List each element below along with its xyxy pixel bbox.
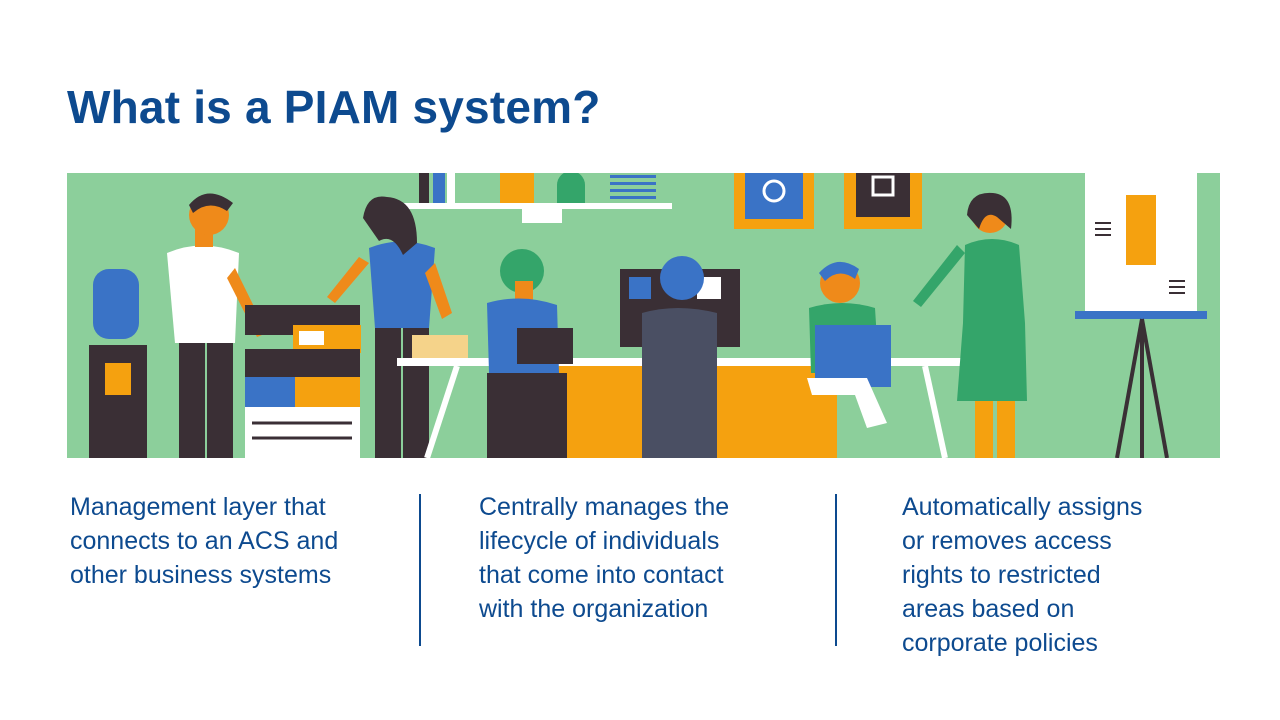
column-management-layer: Management layer that connects to an ACS…: [70, 490, 338, 592]
column-line: Centrally manages the: [479, 493, 730, 521]
column-line: rights to restricted: [902, 561, 1101, 589]
column-divider: [835, 494, 837, 646]
column-line: corporate policies: [902, 629, 1098, 657]
column-line: that come into contact: [479, 561, 724, 589]
column-line: connects to an ACS and: [70, 527, 339, 555]
column-divider: [419, 494, 421, 646]
office-scene-illustration: [67, 173, 1220, 458]
column-lifecycle: Centrally manages the lifecycle of indiv…: [479, 490, 729, 626]
column-line: Management layer that: [70, 493, 326, 521]
column-line: with the organization: [479, 595, 709, 623]
column-access-rights: Automatically assigns or removes access …: [902, 490, 1142, 660]
column-line: Automatically assigns: [902, 493, 1143, 521]
column-line: or removes access: [902, 527, 1112, 555]
slide-title: What is a PIAM system?: [67, 81, 601, 133]
column-line: other business systems: [70, 561, 332, 589]
column-line: areas based on: [902, 595, 1075, 623]
column-line: lifecycle of individuals: [479, 527, 720, 555]
